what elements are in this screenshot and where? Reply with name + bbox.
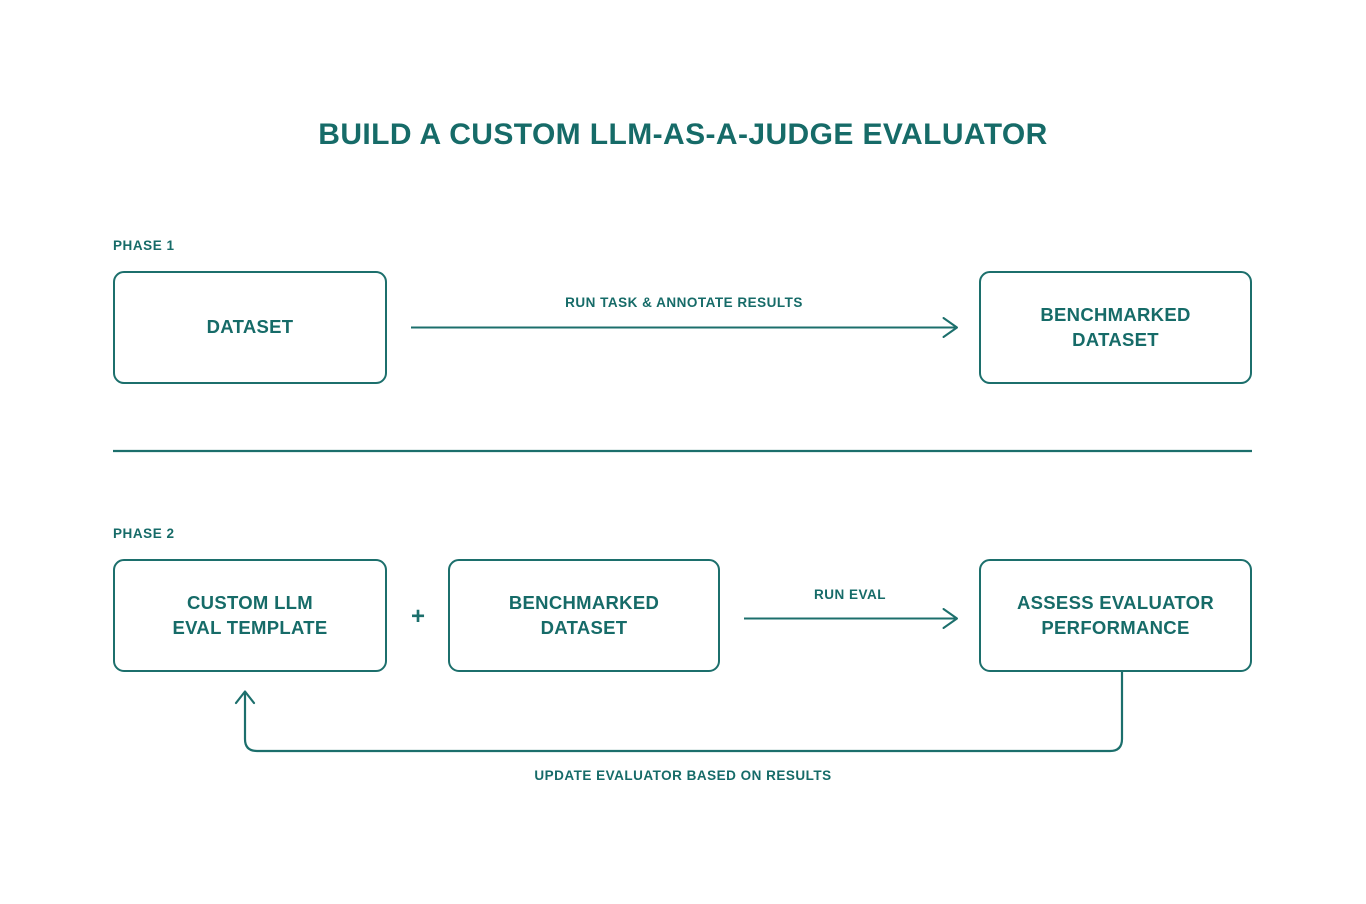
arrow-run-eval bbox=[744, 608, 958, 629]
edge-label-run-eval: RUN EVAL bbox=[813, 587, 886, 602]
edge-label-run-task-annotate: RUN TASK & ANNOTATE RESULTS bbox=[565, 295, 803, 310]
node-dataset-label: DATASET bbox=[206, 316, 294, 338]
node-dataset[interactable]: DATASET bbox=[113, 271, 387, 384]
arrow-run-task-annotate bbox=[411, 317, 958, 338]
phase-1-label: PHASE 1 bbox=[113, 238, 175, 253]
arrow-feedback-loop bbox=[234, 670, 1124, 753]
plus-icon: + bbox=[410, 603, 425, 630]
page-title: BUILD A CUSTOM LLM-AS-A-JUDGE EVALUATOR bbox=[318, 118, 1048, 151]
phase-2-label: PHASE 2 bbox=[113, 526, 175, 541]
loop-label-update-evaluator: UPDATE EVALUATOR BASED ON RESULTS bbox=[534, 768, 832, 783]
